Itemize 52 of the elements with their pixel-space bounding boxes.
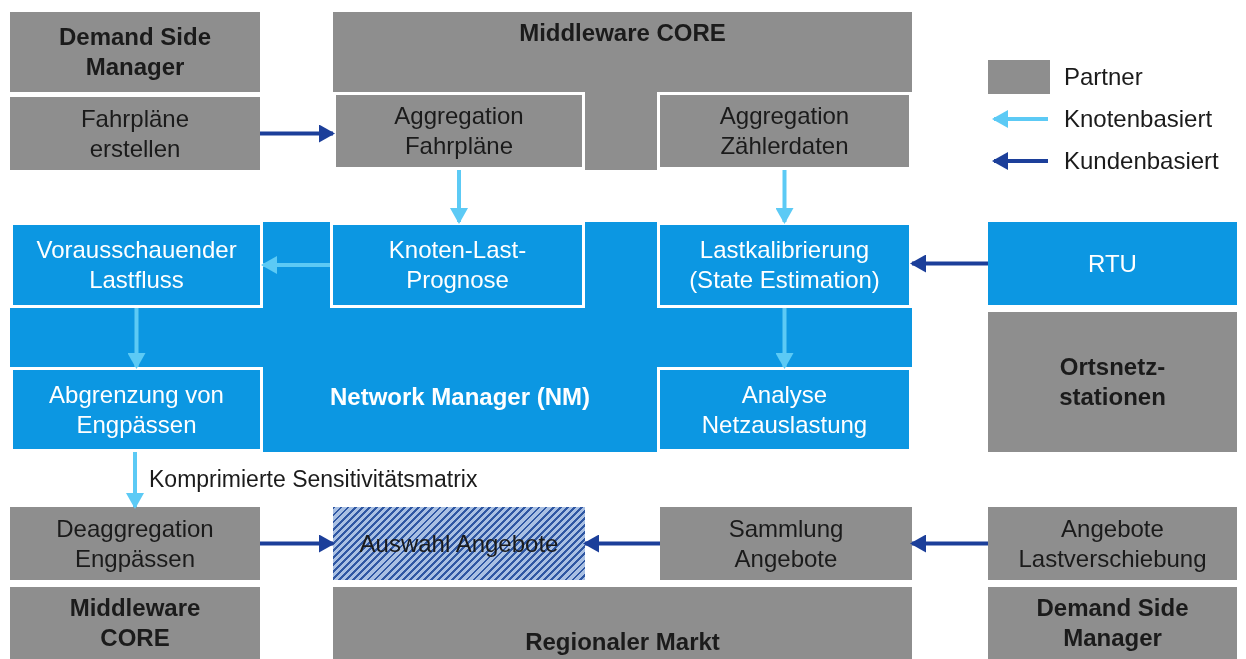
process-box bbox=[10, 222, 263, 308]
process-box bbox=[333, 92, 585, 170]
node-label: Network Manager (NM) bbox=[329, 382, 591, 412]
node-label: Demand Side Manager bbox=[1035, 593, 1190, 653]
process-box bbox=[333, 12, 912, 170]
node-label: Abgrenzung von Engpässen bbox=[48, 379, 225, 440]
process-box bbox=[657, 222, 912, 308]
node-label: Regionaler Markt bbox=[525, 627, 720, 657]
process-box bbox=[988, 587, 1237, 659]
node-label: Aggregation Fahrpläne bbox=[393, 101, 525, 161]
process-box bbox=[10, 507, 260, 580]
arrow bbox=[261, 256, 330, 274]
process-box bbox=[660, 507, 912, 580]
arrow bbox=[910, 534, 988, 553]
process-box bbox=[10, 222, 912, 452]
node-label: Deaggregation Engpässen bbox=[55, 513, 215, 574]
node-label: Lastkalibrierung (State Estimation) bbox=[688, 235, 881, 295]
process-box bbox=[988, 507, 1237, 580]
node-label: Middleware CORE bbox=[519, 18, 726, 48]
arrow bbox=[126, 452, 144, 509]
process-box bbox=[333, 587, 912, 659]
process-box bbox=[657, 367, 912, 452]
process-box bbox=[10, 12, 260, 92]
arrow bbox=[775, 170, 794, 224]
arrow bbox=[775, 308, 794, 369]
arrow bbox=[260, 124, 335, 143]
process-box bbox=[10, 587, 260, 659]
node-label: Fahrpläne erstellen bbox=[79, 103, 191, 164]
legend-label: Knotenbasiert bbox=[1064, 105, 1213, 133]
arrow bbox=[127, 308, 146, 369]
process-box bbox=[10, 97, 260, 170]
arrow bbox=[450, 170, 468, 224]
arrow bbox=[260, 534, 335, 553]
process-box bbox=[330, 222, 585, 308]
node-label: RTU bbox=[1088, 248, 1137, 279]
node-label: Angebote Lastverschiebung bbox=[1017, 513, 1208, 574]
process-box bbox=[988, 312, 1237, 452]
legend-label: Partner bbox=[1064, 63, 1143, 91]
node-label: Sammlung Angebote bbox=[727, 513, 845, 574]
legend-label: Kundenbasiert bbox=[1064, 147, 1219, 175]
node-label: Vorausschauender Lastfluss bbox=[36, 235, 237, 295]
arrow bbox=[910, 254, 988, 273]
process-box bbox=[988, 222, 1237, 305]
node-label: Demand Side Manager bbox=[57, 22, 212, 82]
process-box bbox=[10, 367, 263, 452]
node-label: Knoten-Last-Prognose bbox=[387, 235, 528, 295]
node-label: Middleware CORE bbox=[68, 593, 202, 653]
node-label: Analyse Netzauslastung bbox=[700, 379, 869, 440]
arrow bbox=[583, 534, 660, 553]
node-label: Ortsnetz-stationen bbox=[1058, 352, 1167, 412]
node-label: Aggregation Zählerdaten bbox=[718, 101, 851, 161]
process-box bbox=[657, 92, 912, 170]
